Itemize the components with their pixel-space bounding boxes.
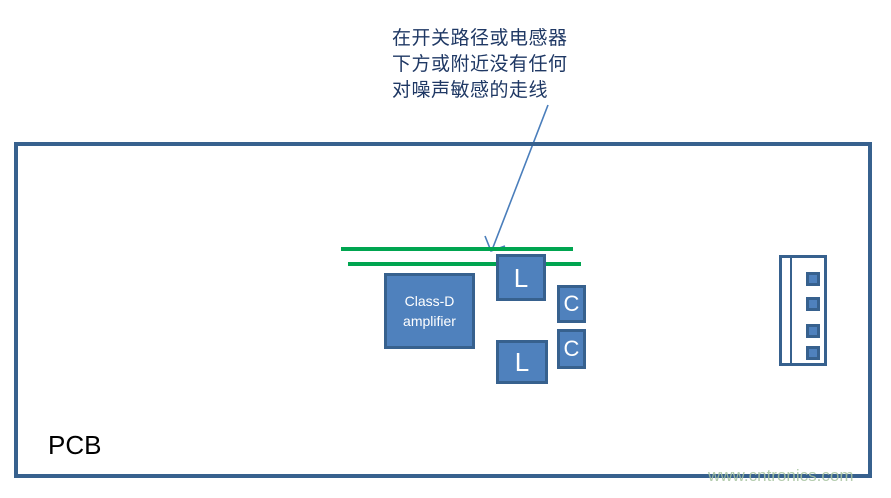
component-capacitor-top: C [557, 285, 586, 323]
inductor-top-label: L [513, 262, 529, 293]
capacitor-top-label: C [563, 291, 580, 316]
connector-pin-1 [806, 272, 820, 286]
connector-pin-4 [806, 346, 820, 360]
capacitor-bottom-label: C [563, 336, 580, 361]
connector-pin-2 [806, 297, 820, 311]
pcb-outline [14, 142, 872, 478]
component-inductor-bottom: L [496, 340, 548, 384]
pcb-label: PCB [48, 430, 102, 460]
annotation-line-3: 对噪声敏感的走线 [392, 80, 549, 101]
amplifier-label-line-1: Class-D [404, 293, 455, 309]
component-capacitor-bottom: C [557, 329, 586, 369]
annotation-line-1: 在开关路径或电感器 [392, 28, 568, 49]
component-inductor-top: L [496, 254, 546, 301]
watermark: www.cntronics.com [708, 466, 854, 485]
trace-top [341, 247, 573, 251]
amplifier-label-line-2: amplifier [403, 313, 456, 329]
connector-divider [790, 258, 792, 363]
inductor-bottom-label: L [514, 347, 530, 377]
annotation-line-2: 下方或附近没有任何 [392, 54, 568, 75]
component-connector [779, 255, 827, 366]
trace-bottom [348, 262, 581, 266]
annotation-callout: 在开关路径或电感器 下方或附近没有任何 对噪声敏感的走线 [392, 26, 632, 104]
connector-pin-3 [806, 324, 820, 338]
component-class-d-amplifier: Class-D amplifier [384, 273, 475, 349]
